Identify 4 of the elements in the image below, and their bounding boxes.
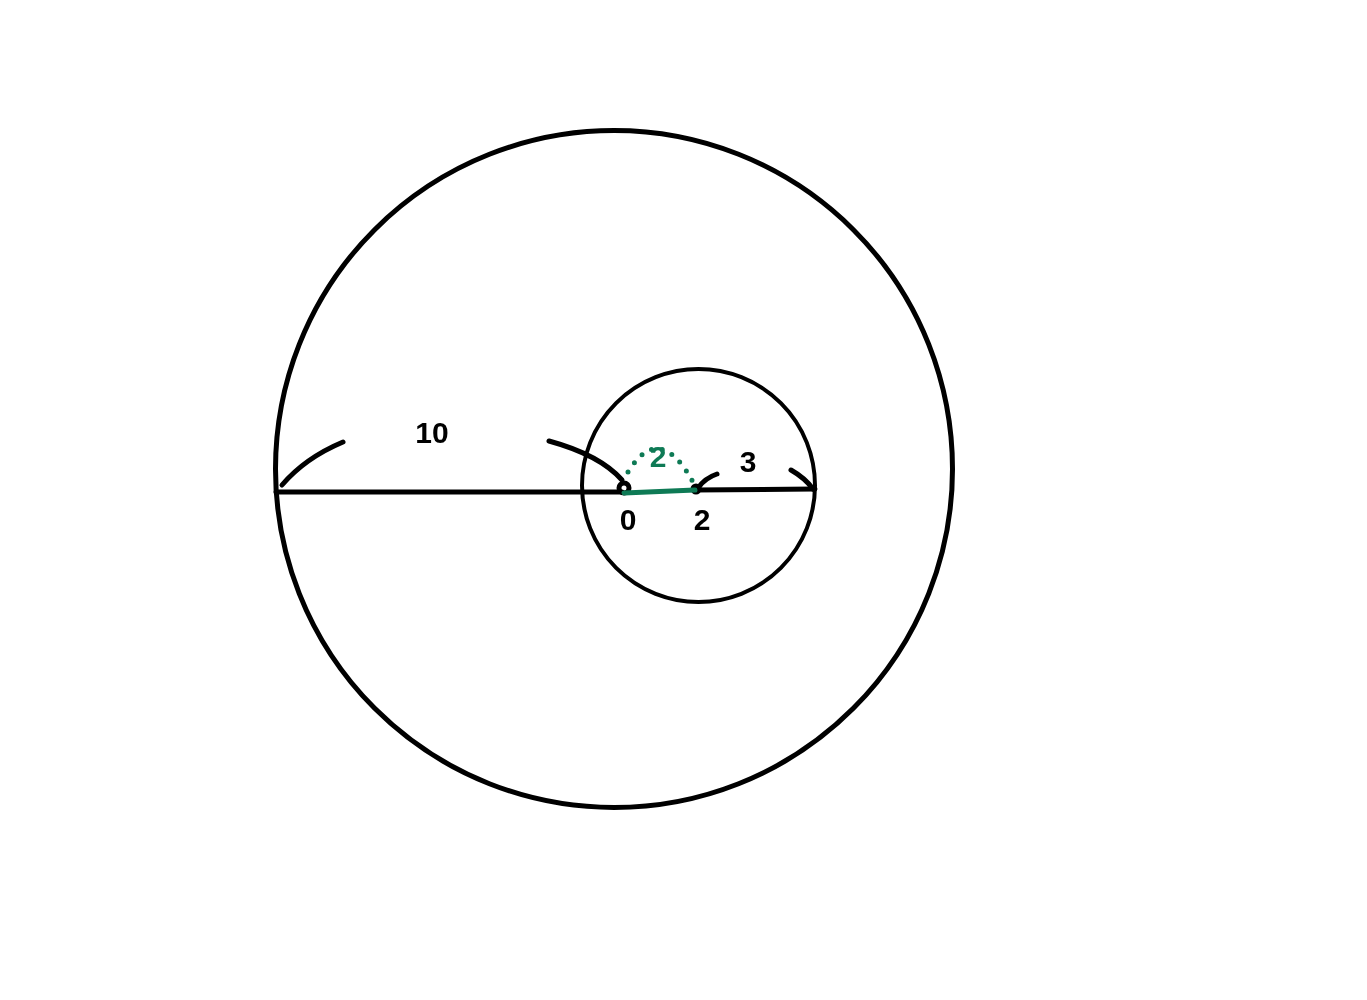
dimension-label: 10	[415, 418, 449, 448]
dimension-label: 0	[619, 505, 637, 535]
dimension-label: 3	[739, 447, 757, 477]
dimension-label: 2	[693, 505, 711, 535]
